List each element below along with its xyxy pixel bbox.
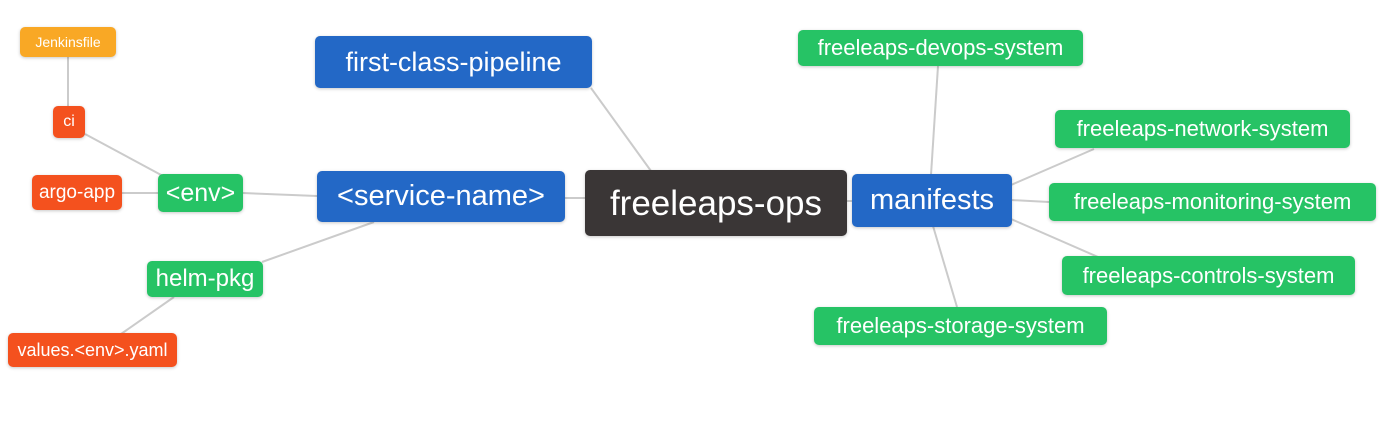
node-helm-pkg[interactable]: helm-pkg bbox=[147, 261, 263, 297]
edge-manifests-to-controls-system bbox=[1010, 218, 1099, 258]
edge-manifests-to-network-system bbox=[1010, 148, 1095, 186]
edge-helm-pkg-to-values-env-yaml bbox=[120, 296, 175, 335]
node-env[interactable]: <env> bbox=[158, 174, 243, 212]
edge-manifests-to-monitoring-system bbox=[1010, 199, 1050, 203]
node-devops-system[interactable]: freeleaps-devops-system bbox=[798, 30, 1083, 66]
node-manifests[interactable]: manifests bbox=[852, 174, 1012, 227]
node-storage-system[interactable]: freeleaps-storage-system bbox=[814, 307, 1107, 345]
node-network-system[interactable]: freeleaps-network-system bbox=[1055, 110, 1350, 148]
node-first-class-pipeline[interactable]: first-class-pipeline bbox=[315, 36, 592, 88]
node-controls-system[interactable]: freeleaps-controls-system bbox=[1062, 256, 1355, 295]
edge-first-class-pipeline-to-freeleaps-ops bbox=[590, 87, 652, 172]
node-ci[interactable]: ci bbox=[53, 106, 85, 138]
edge-manifests-to-devops-system bbox=[930, 65, 939, 176]
edge-manifests-to-storage-system bbox=[932, 225, 958, 308]
edge-service-name-to-helm-pkg bbox=[261, 221, 375, 263]
edge-ci-to-env bbox=[84, 133, 164, 177]
node-freeleaps-ops[interactable]: freeleaps-ops bbox=[585, 170, 847, 236]
node-jenkinsfile[interactable]: Jenkinsfile bbox=[20, 27, 116, 57]
node-values-env-yaml[interactable]: values.<env>.yaml bbox=[8, 333, 177, 367]
edge-env-to-service-name bbox=[242, 192, 318, 197]
node-service-name[interactable]: <service-name> bbox=[317, 171, 565, 222]
node-monitoring-system[interactable]: freeleaps-monitoring-system bbox=[1049, 183, 1376, 221]
node-argo-app[interactable]: argo-app bbox=[32, 175, 122, 210]
